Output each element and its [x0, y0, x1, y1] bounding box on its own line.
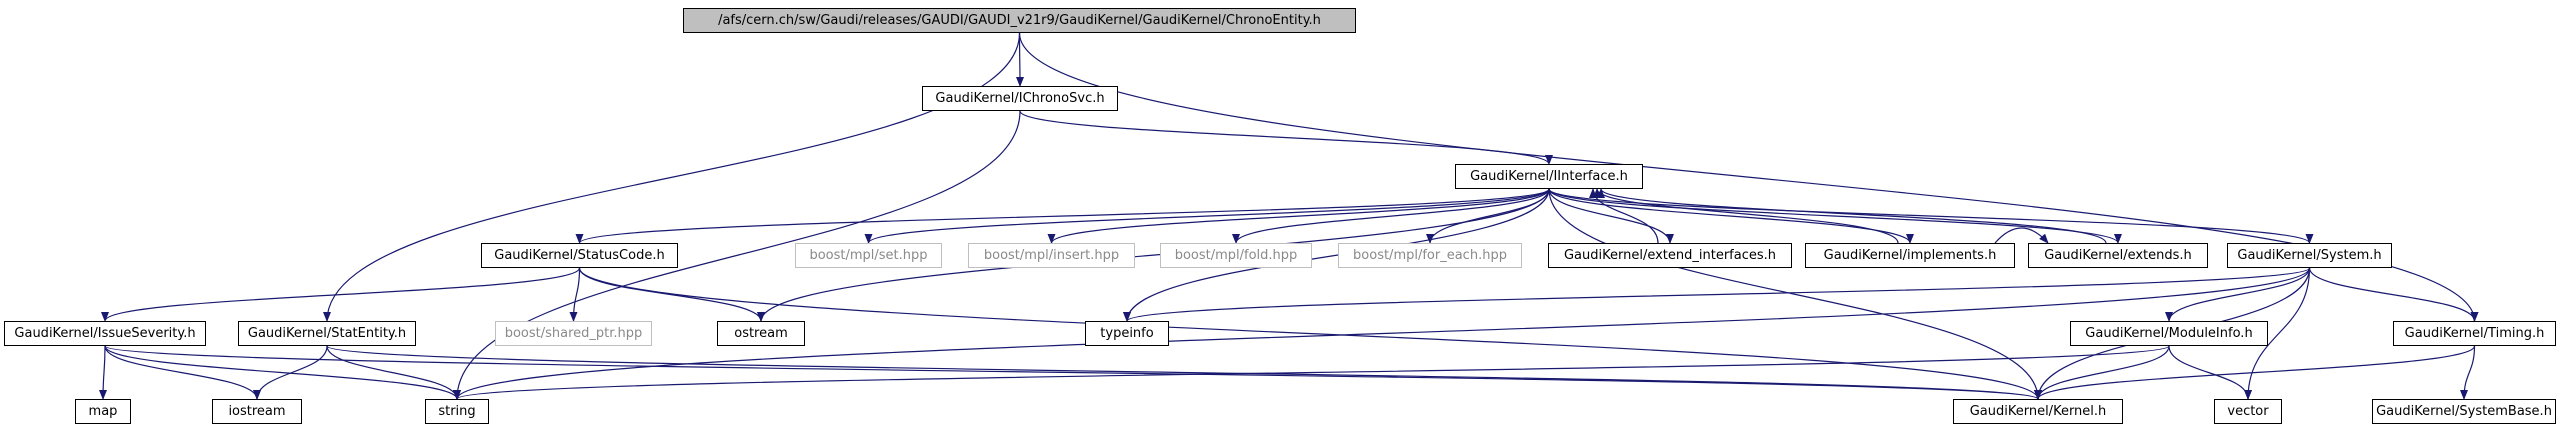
edge-statentity-to-iostream: [253, 345, 328, 400]
edge-statentity-to-kernel: [326, 345, 2042, 400]
edge-ichronosvc-to-string: [453, 110, 1021, 400]
node-boost-mpl-fold-hpp: boost/mpl/fold.hpp: [1160, 243, 1312, 268]
edge-system-to-typeinfo: [1123, 267, 2311, 322]
edge-chronoentity-to-timing: [1018, 32, 2479, 322]
dependency-edges: [99, 32, 2479, 400]
node-systembase-h[interactable]: GaudiKernel/SystemBase.h: [2372, 399, 2556, 424]
edge-statuscode-to-boost_shared_ptr: [569, 267, 581, 322]
node-iinterface-h[interactable]: GaudiKernel/IInterface.h: [1455, 164, 1643, 189]
node-timing-h[interactable]: GaudiKernel/Timing.h: [2393, 321, 2556, 346]
node-issueseverity-h[interactable]: GaudiKernel/IssueSeverity.h: [4, 321, 206, 346]
edge-issueseverity-to-string: [104, 345, 461, 400]
edge-issueseverity-to-map: [99, 345, 108, 400]
edge-system-to-string: [453, 267, 2311, 400]
node-statentity-h[interactable]: GaudiKernel/StatEntity.h: [238, 321, 416, 346]
node-implements-h[interactable]: GaudiKernel/implements.h: [1805, 243, 2015, 268]
edge-implements-to-extends: [1994, 227, 2049, 244]
edge-moduleinfo-to-vector: [2168, 345, 2252, 400]
node-moduleinfo-h[interactable]: GaudiKernel/ModuleInfo.h: [2070, 321, 2268, 346]
edge-statentity-to-string: [326, 345, 461, 400]
node-boost-mpl-insert-hpp: boost/mpl/insert.hpp: [968, 243, 1135, 268]
edge-moduleinfo-to-kernel: [2034, 345, 2170, 400]
node-typeinfo: typeinfo: [1085, 321, 1169, 346]
edge-iinterface-to-system: [1548, 188, 2314, 244]
edge-statuscode-to-kernel: [578, 267, 2042, 400]
edge-timing-to-kernel: [2034, 345, 2476, 400]
edge-iinterface-to-extends: [1548, 188, 2122, 244]
edge-system-to-vector: [2244, 267, 2311, 400]
node-statuscode-h[interactable]: GaudiKernel/StatusCode.h: [481, 243, 678, 268]
edge-system-to-timing: [2308, 267, 2479, 322]
node-chronoentity-h: /afs/cern.ch/sw/Gaudi/releases/GAUDI/GAU…: [683, 8, 1356, 33]
edge-moduleinfo-to-string: [453, 345, 2170, 400]
edge-chronoentity-to-ichronosvc: [1015, 32, 1024, 87]
edge-iinterface-to-extend_interfaces: [1548, 188, 1674, 244]
edge-iinterface-to-implements: [1548, 188, 1914, 244]
edge-iinterface-to-ostream: [757, 188, 1550, 322]
node-extend-interfaces-h[interactable]: GaudiKernel/extend_interfaces.h: [1548, 243, 1792, 268]
node-boost-shared-ptr-hpp: boost/shared_ptr.hpp: [495, 321, 652, 346]
edge-extend_interfaces-to-iinterface: [1589, 188, 1659, 244]
node-boost-mpl-set-hpp: boost/mpl/set.hpp: [795, 243, 942, 268]
node-boost-mpl-for-each-hpp: boost/mpl/for_each.hpp: [1338, 243, 1522, 268]
node-iostream: iostream: [212, 399, 302, 424]
edge-extends-to-iinterface: [1597, 188, 2107, 244]
edge-issueseverity-to-iostream: [104, 345, 261, 400]
edge-iinterface-to-boost_mpl_fold: [1232, 188, 1550, 244]
edge-issueseverity-to-kernel: [104, 345, 2042, 400]
edge-ichronosvc-to-iinterface: [1019, 110, 1553, 165]
edge-statuscode-to-issueseverity: [101, 267, 581, 322]
node-kernel-h[interactable]: GaudiKernel/Kernel.h: [1953, 399, 2123, 424]
edge-system-to-moduleinfo: [2165, 267, 2311, 322]
edge-timing-to-systembase: [2460, 345, 2476, 400]
node-map: map: [75, 399, 131, 424]
edge-implements-to-iinterface: [1593, 188, 1899, 244]
node-system-h[interactable]: GaudiKernel/System.h: [2227, 243, 2392, 268]
edge-statuscode-to-ostream: [578, 267, 765, 322]
node-string: string: [425, 399, 489, 424]
node-ostream: ostream: [717, 321, 805, 346]
edge-iinterface-to-kernel: [1548, 188, 2042, 400]
edge-iinterface-to-statuscode: [575, 188, 1550, 244]
edge-iinterface-to-boost_mpl_insert: [1047, 188, 1550, 244]
node-extends-h[interactable]: GaudiKernel/extends.h: [2028, 243, 2208, 268]
node-ichronosvc-h[interactable]: GaudiKernel/IChronoSvc.h: [922, 86, 1118, 111]
edge-iinterface-to-boost_mpl_set: [864, 188, 1550, 244]
node-vector: vector: [2214, 399, 2282, 424]
